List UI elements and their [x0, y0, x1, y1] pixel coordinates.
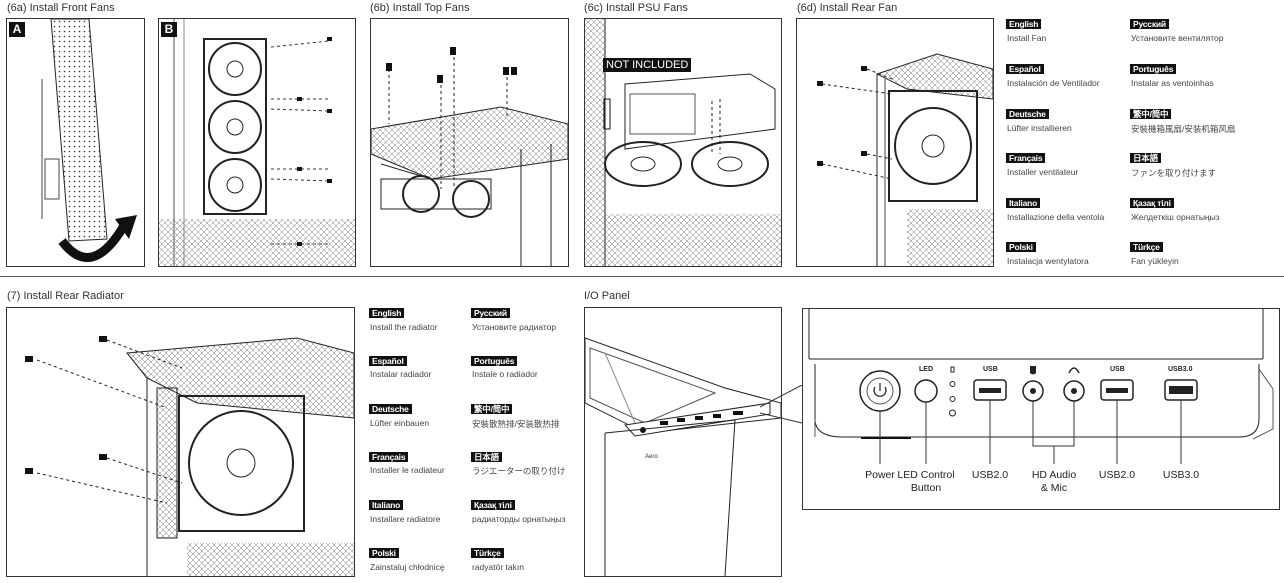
svg-text:Aero: Aero — [645, 454, 658, 460]
led-glyph: LED — [919, 366, 933, 373]
rad-lang-portuguese-text: Instale o radiador — [472, 369, 538, 379]
lang-russian-text: Установите вентилятор — [1131, 33, 1224, 43]
front-panel-removal-illustration — [7, 19, 144, 266]
rear-radiator-illustration — [7, 308, 354, 576]
lang-kazakh-text: Желдеткіш орнатыңыз — [1131, 212, 1220, 222]
rad-lang-spanish-text: Instalar radiador — [370, 369, 432, 379]
lang-portuguese: Português — [1130, 64, 1177, 74]
lang-chinese-text: 安裝機箱風扇/安装机箱风扇 — [1131, 124, 1236, 134]
front-fans-title: (6a) Install Front Fans — [7, 2, 115, 14]
io-panel-detail: LED USB USB USB3.0 Power LED Control But… — [802, 308, 1280, 510]
usb3-label: USB3.0 — [1162, 469, 1200, 481]
lang-portuguese-text: Instalar as ventoinhas — [1131, 78, 1214, 88]
rear-radiator-title: (7) Install Rear Radiator — [7, 290, 124, 302]
rad-lang-turkish-text: radyatör takın — [472, 562, 524, 572]
lang-polish-text: Instalacja wentylatora — [1007, 256, 1089, 266]
power-label: Power — [865, 469, 895, 481]
rad-lang-chinese-text: 安裝散熱排/安装散热排 — [472, 419, 560, 429]
top-fans-title: (6b) Install Top Fans — [370, 2, 470, 14]
rad-lang-russian-text: Установите радиатор — [472, 322, 557, 332]
rad-lang-japanese: 日本語 — [471, 452, 502, 462]
rad-lang-italian-text: Installare radiatore — [370, 514, 441, 524]
rad-lang-polish-text: Zainstaluj chłodnicę — [370, 562, 445, 572]
front-fans-mount-illustration — [159, 19, 355, 266]
rad-lang-kazakh: Қазақ тілі — [471, 500, 515, 510]
rad-lang-german: Deutsche — [369, 404, 412, 414]
usb-glyph-left: USB — [983, 366, 998, 373]
step-b-tag: B — [161, 22, 177, 37]
lang-spanish: Español — [1006, 64, 1044, 74]
io-panel-title: I/O Panel — [584, 290, 630, 302]
lang-turkish: Türkçe — [1130, 242, 1163, 252]
case-top-io-illustration: Aero — [585, 308, 781, 576]
usb3-glyph: USB3.0 — [1168, 366, 1193, 373]
lang-english: English — [1006, 19, 1042, 29]
section-divider — [0, 276, 1284, 277]
lang-french-text: Installer ventilateur — [1007, 167, 1079, 177]
lang-japanese-text: ファンを取り付けます — [1131, 168, 1217, 178]
rear-fan-panel — [796, 18, 994, 267]
not-included-label: NOT INCLUDED — [603, 58, 692, 72]
hd-audio-label: HD Audio & Mic — [1031, 469, 1077, 494]
front-fans-panel-a: A — [6, 18, 145, 267]
rad-lang-chinese: 繁中/简中 — [471, 404, 513, 414]
lang-english-text: Install Fan — [1007, 33, 1047, 43]
rear-fan-illustration — [797, 19, 993, 266]
lang-german-text: Lüfter installieren — [1007, 123, 1072, 133]
rad-lang-kazakh-text: радиаторды орнатыңыз — [472, 514, 566, 524]
lang-japanese: 日本語 — [1130, 153, 1161, 163]
lang-chinese: 繁中/简中 — [1130, 109, 1172, 119]
rear-fan-title: (6d) Install Rear Fan — [797, 2, 898, 14]
lang-turkish-text: Fan yükleyin — [1131, 256, 1179, 266]
step-a-tag: A — [9, 22, 25, 37]
top-fans-panel — [370, 18, 569, 267]
lang-polish: Polski — [1006, 242, 1036, 252]
psu-fans-illustration — [585, 19, 781, 266]
usb2-left-label: USB2.0 — [971, 469, 1009, 481]
usb-glyph-right: USB — [1110, 366, 1125, 373]
rad-lang-russian: Русский — [471, 308, 510, 318]
rad-lang-french-text: Installer le radiateur — [370, 465, 445, 475]
rad-lang-japanese-text: ラジエーターの取り付け — [472, 466, 566, 476]
rad-lang-english: English — [369, 308, 405, 318]
rad-lang-polish: Polski — [369, 548, 399, 558]
io-callout-lines — [760, 385, 803, 424]
psu-fans-panel: NOT INCLUDED — [584, 18, 782, 267]
lang-german: Deutsche — [1006, 109, 1049, 119]
front-fans-panel-b: B — [158, 18, 356, 267]
led-control-label: LED Control Button — [897, 469, 955, 494]
lang-french: Français — [1006, 153, 1046, 163]
rad-lang-portuguese: Português — [471, 356, 518, 366]
lang-italian: Italiano — [1006, 198, 1041, 208]
lang-russian: Русский — [1130, 19, 1169, 29]
io-panel-case-view: Aero — [584, 307, 782, 577]
rad-lang-french: Français — [369, 452, 409, 462]
rad-lang-english-text: Install the radiator — [370, 322, 438, 332]
rad-lang-spanish: Español — [369, 356, 407, 366]
psu-fans-title: (6c) Install PSU Fans — [584, 2, 688, 14]
rad-lang-german-text: Lüfter einbauen — [370, 418, 430, 428]
top-fans-illustration — [371, 19, 568, 266]
lang-italian-text: Installazione della ventola — [1007, 212, 1105, 222]
rad-lang-turkish: Türkçe — [471, 548, 504, 558]
rad-lang-italian: Italiano — [369, 500, 404, 510]
lang-spanish-text: Instalación de Ventilador — [1007, 78, 1100, 88]
usb2-right-label: USB2.0 — [1098, 469, 1136, 481]
rear-radiator-panel — [6, 307, 355, 577]
lang-kazakh: Қазақ тілі — [1130, 198, 1174, 208]
io-ports-illustration — [803, 309, 1279, 509]
